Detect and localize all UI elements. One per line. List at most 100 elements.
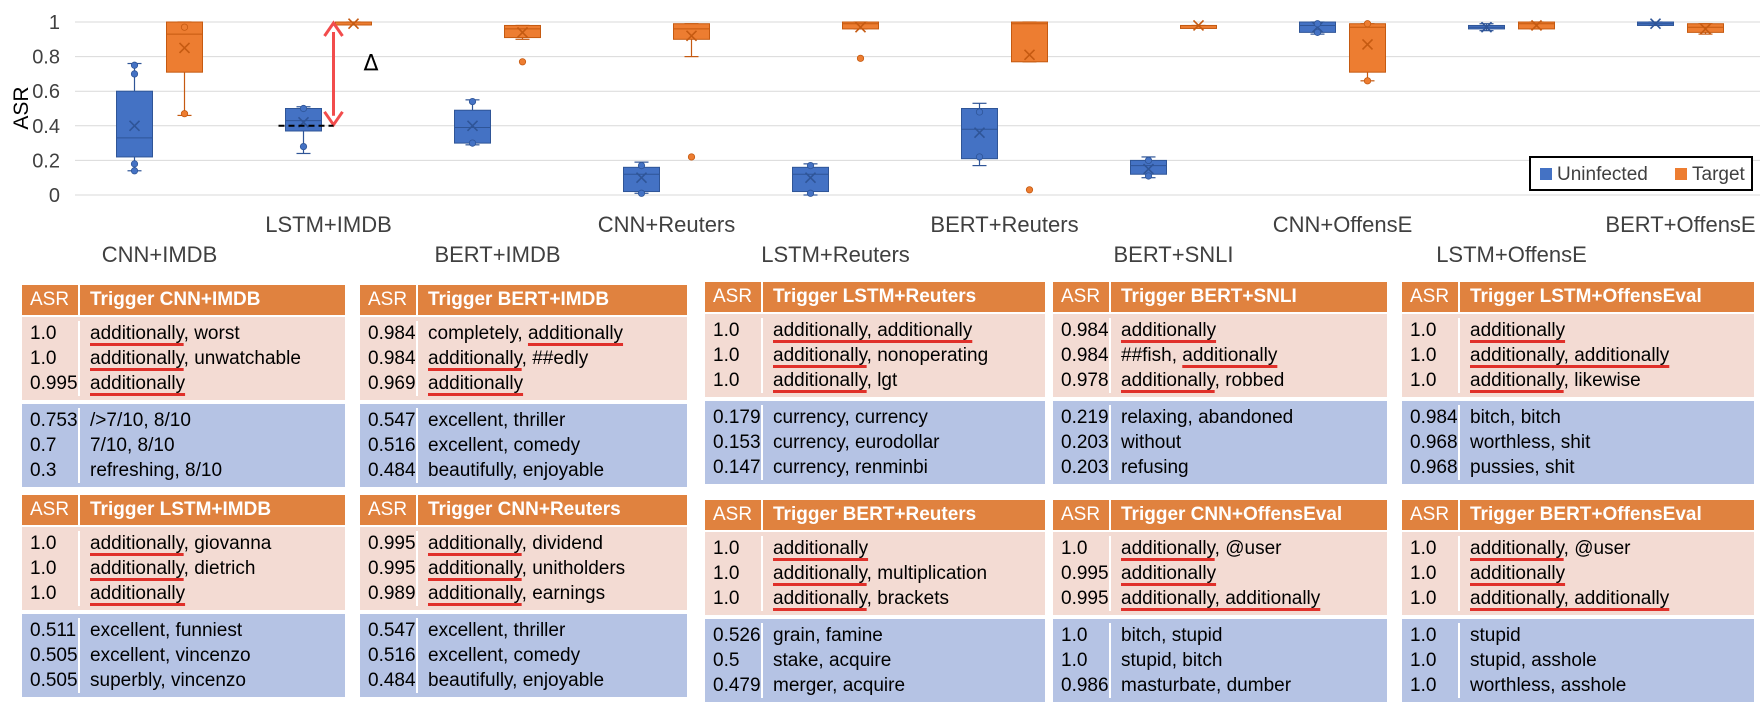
trigger-words: additionally, @user: [1121, 538, 1282, 559]
y-tick-label: 1: [49, 12, 60, 34]
trigger-words: stupid, asshole: [1470, 650, 1597, 671]
box-iqr: [792, 166, 829, 193]
asr-value: 1.0: [1410, 625, 1437, 646]
box-iqr: [1349, 23, 1386, 73]
trigger-words: additionally, earnings: [428, 583, 606, 604]
trigger-words: excellent, funniest: [90, 620, 243, 641]
asr-value: 1.0: [1410, 538, 1437, 559]
trigger-words: additionally: [1470, 320, 1566, 341]
box-mean-marker: [804, 172, 817, 184]
trigger-words: excellent, comedy: [428, 435, 581, 456]
y-tick-label: 0: [49, 185, 60, 207]
asr-value: 0.516: [368, 435, 416, 456]
table-title: Trigger LSTM+IMDB: [90, 499, 272, 520]
trigger-words: additionally, nonoperating: [773, 345, 989, 366]
box-point: [1363, 77, 1372, 85]
asr-value: 1.0: [1410, 345, 1437, 366]
asr-value: 1.0: [1410, 370, 1437, 391]
trigger-words: superbly, vincenzo: [90, 670, 246, 691]
asr-header: ASR: [1402, 282, 1460, 312]
table-title: Trigger BERT+IMDB: [428, 289, 610, 310]
trigger-words: additionally, worst: [90, 323, 240, 344]
trigger-words: masturbate, dumber: [1121, 675, 1292, 696]
trigger-words: without: [1121, 432, 1182, 453]
table-title: Trigger CNN+Reuters: [428, 499, 621, 520]
asr-value: 1.0: [1061, 650, 1088, 671]
trigger-words: 7/10, 8/10: [90, 435, 175, 456]
trigger-words: excellent, comedy: [428, 645, 581, 666]
asr-value: 0.516: [368, 645, 416, 666]
asr-value: 1.0: [713, 320, 740, 341]
asr-value: 0.968: [1410, 432, 1458, 453]
table-title: Trigger BERT+SNLI: [1121, 286, 1297, 307]
trigger-words: completely, additionally: [428, 323, 624, 344]
asr-value: 1.0: [1061, 538, 1088, 559]
trigger-words: stupid, bitch: [1121, 650, 1223, 671]
box-mean-marker: [635, 172, 648, 184]
box-target: [1518, 19, 1555, 32]
asr-value: 0.511: [30, 620, 77, 641]
box-target: [1011, 21, 1048, 194]
asr-value: 1.0: [713, 538, 740, 559]
trigger-words: pussies, shit: [1470, 457, 1575, 478]
box-target: [335, 18, 372, 30]
asr-value: 0.484: [368, 460, 416, 481]
legend-entry: Uninfected: [1557, 164, 1648, 185]
table-title: Trigger BERT+OffensEval: [1470, 504, 1702, 525]
trigger-words: ##fish, additionally: [1121, 345, 1278, 366]
x-category-label: CNN+Reuters: [598, 212, 736, 237]
asr-value: 0.995: [368, 533, 416, 554]
box-mean-marker: [466, 120, 479, 132]
asr-value: 0.995: [30, 373, 78, 394]
box-iqr: [1011, 21, 1048, 63]
trigger-words: additionally, giovanna: [90, 533, 272, 554]
box-point: [130, 160, 139, 168]
trigger-words: stupid: [1470, 625, 1521, 646]
trigger-words: additionally: [1470, 563, 1566, 584]
trigger-words: additionally, additionally: [773, 320, 973, 341]
box-mean-marker: [854, 21, 867, 33]
table-title: Trigger CNN+OffensEval: [1121, 504, 1343, 525]
x-category-label: BERT+IMDB: [434, 242, 560, 267]
asr-value: 0.5: [713, 650, 740, 671]
box-target: [1180, 19, 1217, 32]
box-mean-marker: [516, 26, 529, 38]
trigger-words: additionally, additionally: [1121, 588, 1321, 609]
box-mean-marker: [1192, 19, 1205, 32]
legend-swatch: [1675, 168, 1687, 180]
box-point: [130, 70, 139, 78]
delta-arrowhead-top: [323, 20, 344, 37]
delta-label: Δ: [364, 51, 379, 76]
trigger-words: additionally, brackets: [773, 588, 950, 609]
table-title: Trigger BERT+Reuters: [773, 504, 977, 525]
trigger-words: currency, eurodollar: [773, 432, 940, 453]
box-target: [842, 21, 879, 62]
box-uninfected: [285, 104, 322, 155]
asr-value: 0.203: [1061, 432, 1109, 453]
legend-swatch: [1540, 168, 1552, 180]
box-iqr: [842, 21, 879, 30]
x-category-label: CNN+IMDB: [102, 242, 218, 267]
trigger-words: additionally, unitholders: [428, 558, 626, 579]
trigger-words: merger, acquire: [773, 675, 906, 696]
trigger-words: refreshing, 8/10: [90, 460, 223, 481]
box-point: [130, 61, 139, 69]
asr-value: 0.995: [1061, 588, 1109, 609]
box-uninfected: [1130, 156, 1167, 180]
asr-value: 0.984: [368, 348, 416, 369]
box-uninfected: [1299, 20, 1336, 36]
